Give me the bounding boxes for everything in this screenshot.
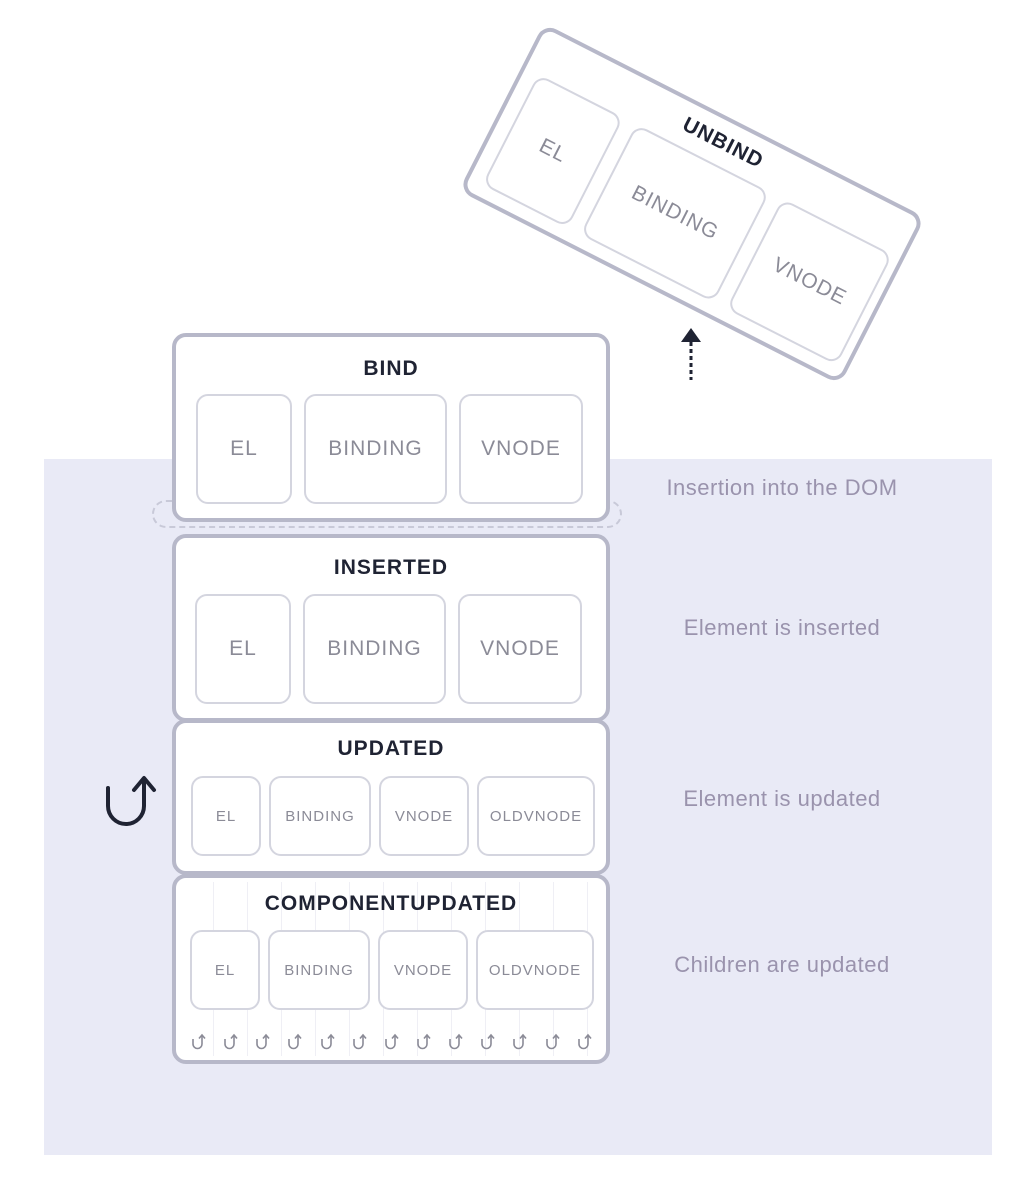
dashed-up-arrow-icon	[681, 328, 701, 380]
note-insertion: Insertion into the DOM	[666, 475, 898, 500]
small-loop-arrow-icon	[385, 1033, 399, 1050]
inserted-arg-binding: BINDING	[303, 594, 446, 704]
small-loop-arrow-icon	[192, 1033, 206, 1050]
small-loop-arrow-icon	[417, 1033, 431, 1050]
small-loop-arrow-icon	[352, 1033, 367, 1050]
small-loop-arrow-icon	[577, 1033, 592, 1050]
componentupdated-arg-vnode: VNODE	[378, 930, 468, 1010]
loop-arrow-icon	[106, 776, 156, 826]
note-children: Children are updated	[674, 952, 890, 977]
small-loop-arrow-icon	[449, 1033, 463, 1050]
small-loop-arrow-icon	[224, 1033, 238, 1050]
hook-bind-title: BIND	[363, 357, 419, 380]
small-loop-arrow-icon	[545, 1033, 560, 1050]
hook-inserted-title: INSERTED	[333, 556, 449, 579]
note-inserted: Element is inserted	[683, 615, 881, 640]
inserted-arg-vnode: VNODE	[458, 594, 582, 704]
small-loop-arrow-icon	[320, 1033, 335, 1050]
small-loop-arrow-icon	[256, 1033, 270, 1050]
inserted-arg-el: EL	[195, 594, 291, 704]
hook-inserted: INSERTED EL BINDING VNODE	[172, 534, 610, 722]
small-loop-arrow-icon	[288, 1033, 303, 1050]
child-loop-row	[182, 1032, 600, 1052]
bind-arg-vnode: VNODE	[459, 394, 583, 504]
hook-componentupdated: COMPONENTUPDATED EL BINDING VNODE OLDVNO…	[172, 874, 610, 1064]
updated-arg-binding: BINDING	[269, 776, 371, 856]
componentupdated-arg-oldvnode: OLDVNODE	[476, 930, 594, 1010]
hook-componentupdated-title: COMPONENTUPDATED	[264, 892, 518, 915]
small-loop-arrow-icon	[481, 1033, 495, 1050]
small-loop-arrow-icon	[513, 1033, 528, 1050]
componentupdated-arg-binding: BINDING	[268, 930, 370, 1010]
updated-arg-oldvnode: OLDVNODE	[477, 776, 595, 856]
componentupdated-arg-el: EL	[190, 930, 260, 1010]
updated-arg-el: EL	[191, 776, 261, 856]
hook-updated: UPDATED EL BINDING VNODE OLDVNODE	[172, 719, 610, 875]
hook-bind: BIND EL BINDING VNODE	[172, 333, 610, 522]
hook-updated-title: UPDATED	[337, 737, 445, 760]
bind-arg-el: EL	[196, 394, 292, 504]
bind-arg-binding: BINDING	[304, 394, 447, 504]
updated-arg-vnode: VNODE	[379, 776, 469, 856]
note-updated: Element is updated	[683, 786, 881, 811]
